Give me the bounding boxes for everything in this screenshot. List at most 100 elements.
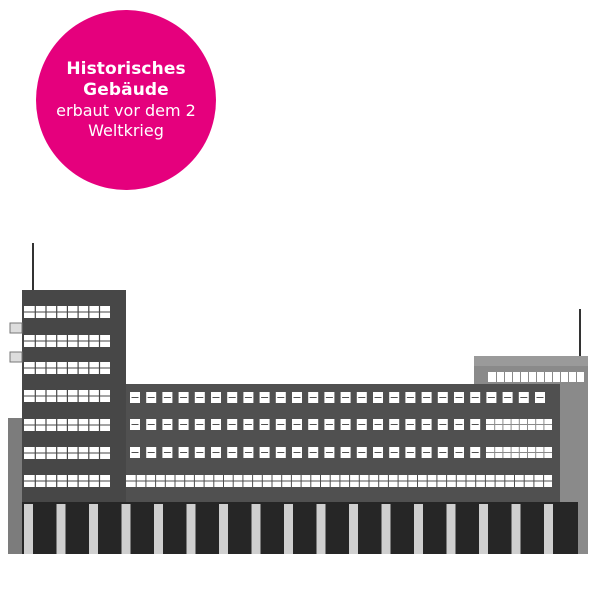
window-transom [487,397,495,398]
window-transom [455,424,463,425]
colonnade [24,504,553,554]
window-transom [180,452,188,453]
window-transom [244,397,252,398]
window-transom [293,424,301,425]
window-grid [24,306,584,487]
window-transom [147,397,155,398]
window-transom [261,397,269,398]
window-transom [293,397,301,398]
window-transom [423,397,431,398]
window-mullion [544,372,545,382]
window-transom [180,397,188,398]
info-badge: Historisches Gebäude erbaut vor dem 2 We… [36,10,216,190]
window-transom [309,424,317,425]
window-transom [131,424,139,425]
window-transom [374,452,382,453]
window-transom [406,424,414,425]
window-transom [147,424,155,425]
pillar [154,504,163,554]
window-transom [228,452,236,453]
window-mullion [496,372,497,382]
window-transom [520,397,528,398]
badge-line-3: erbaut vor dem 2 [56,101,196,121]
window-transom [244,424,252,425]
pillar [414,504,423,554]
right-wing-roof [474,356,588,366]
window-transom [261,424,269,425]
window-transom [24,480,110,482]
window-transom [455,397,463,398]
window-mullion [504,372,505,382]
window-mullion [552,372,553,382]
window-transom [471,397,479,398]
window-transom [261,452,269,453]
window-transom [486,424,552,425]
window-transom [423,452,431,453]
window-transom [471,452,479,453]
pillar [544,504,553,554]
window-transom [163,397,171,398]
window-transom [374,397,382,398]
window-transom [24,367,110,369]
window-transom [293,452,301,453]
window-transom [309,397,317,398]
window-transom [212,397,220,398]
window-transom [325,397,333,398]
window-transom [180,424,188,425]
window-transom [126,480,552,482]
pillar [316,504,326,554]
window-transom [536,397,544,398]
pillar [121,504,131,554]
window-transom [439,397,447,398]
window-transom [24,340,110,342]
window-transom [358,397,366,398]
window-transom [342,452,350,453]
pillar [24,504,33,554]
window-mullion [576,372,577,382]
ground-floor [22,502,578,554]
pillar [251,504,261,554]
window-transom [24,424,110,426]
window-transom [196,452,204,453]
window-transom [196,424,204,425]
window-transom [277,397,285,398]
window-transom [277,452,285,453]
pillar [479,504,488,554]
window-transom [390,452,398,453]
left-annex [8,418,22,554]
window-transom [131,452,139,453]
window-transom [455,452,463,453]
window-transom [24,311,110,313]
window-transom [24,395,110,397]
window-mullion [560,372,561,382]
balcony [9,351,23,363]
window-mullion [512,372,513,382]
window-mullion [536,372,537,382]
pillar [89,504,98,554]
pillar [219,504,228,554]
window-transom [439,452,447,453]
window-transom [504,397,512,398]
balcony [9,322,23,334]
window-transom [374,424,382,425]
window-transom [131,397,139,398]
badge-line-2: Gebäude [83,80,169,100]
window-mullion [520,372,521,382]
window-transom [147,452,155,453]
window-transom [342,424,350,425]
window-transom [471,424,479,425]
window-transom [358,424,366,425]
pillar [381,504,391,554]
badge-line-1: Historisches [66,58,186,79]
window-transom [406,452,414,453]
pillar [56,504,66,554]
window-transom [325,452,333,453]
window-transom [325,424,333,425]
window-transom [163,424,171,425]
window-transom [212,452,220,453]
pillar [446,504,456,554]
window-transom [390,397,398,398]
window-transom [24,452,110,454]
